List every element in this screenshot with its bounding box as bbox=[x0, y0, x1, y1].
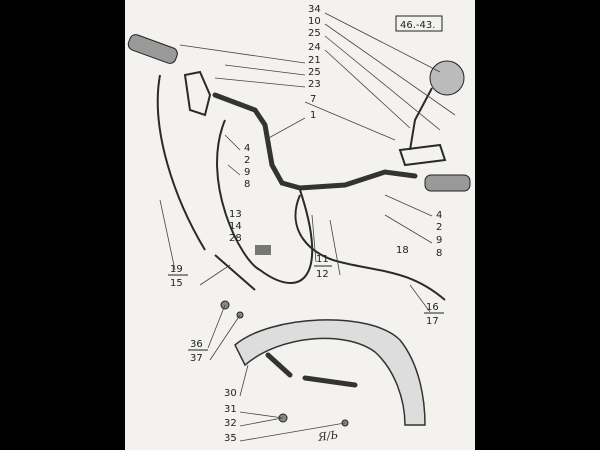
callouts-switch: 13 14 28 bbox=[229, 209, 242, 244]
callout: 15 bbox=[170, 278, 183, 289]
callout: 17 bbox=[426, 316, 439, 327]
callout: 25 bbox=[308, 28, 321, 39]
callouts-misc: 19 15 11 12 18 16 17 36 37 30 31 32 35 bbox=[168, 245, 444, 444]
callout: 16 bbox=[426, 302, 439, 313]
handwritten-mark: Я/Ь bbox=[316, 428, 339, 444]
callout: 18 bbox=[396, 245, 409, 256]
callout: 10 bbox=[308, 16, 321, 27]
callout: 32 bbox=[224, 418, 237, 429]
callout: 7 bbox=[310, 94, 316, 105]
mirror bbox=[429, 60, 465, 96]
callout: 23 bbox=[308, 79, 321, 90]
front-fender-drawing bbox=[220, 300, 426, 427]
callout: 30 bbox=[224, 388, 237, 399]
callout: 2 bbox=[244, 155, 250, 166]
sheet-code: 46.-43. bbox=[400, 20, 435, 31]
callout: 2 bbox=[436, 222, 442, 233]
callout: 24 bbox=[308, 42, 321, 53]
callout: 28 bbox=[229, 233, 242, 244]
left-grip bbox=[127, 34, 178, 64]
callouts-top: 34 10 25 24 21 25 23 7 1 bbox=[308, 4, 321, 121]
callout: 19 bbox=[170, 264, 183, 275]
callouts-left-group: 4 2 9 8 bbox=[244, 143, 250, 190]
callout: 14 bbox=[229, 221, 242, 232]
callout: 4 bbox=[436, 210, 442, 221]
callout: 9 bbox=[436, 235, 442, 246]
callout: 8 bbox=[244, 179, 250, 190]
callout: 34 bbox=[308, 4, 321, 15]
callout: 36 bbox=[190, 339, 203, 350]
leader-lines bbox=[159, 12, 456, 442]
callout: 37 bbox=[190, 353, 203, 364]
callout: 21 bbox=[308, 55, 321, 66]
callout: 4 bbox=[244, 143, 250, 154]
callout: 35 bbox=[224, 433, 237, 444]
callout: 12 bbox=[316, 269, 329, 280]
callout: 9 bbox=[244, 167, 250, 178]
callout: 1 bbox=[310, 110, 316, 121]
callouts-right-group: 4 2 9 8 bbox=[436, 210, 442, 259]
callout: 11 bbox=[316, 254, 329, 265]
right-grip bbox=[424, 174, 471, 192]
callout: 31 bbox=[224, 404, 237, 415]
sheet-code-box: 46.-43. bbox=[395, 15, 443, 32]
callout: 8 bbox=[436, 248, 442, 259]
callout: 13 bbox=[229, 209, 242, 220]
switch bbox=[255, 245, 271, 255]
paper-sheet bbox=[125, 0, 475, 450]
handlebar-drawing bbox=[127, 34, 471, 301]
callout: 25 bbox=[308, 67, 321, 78]
